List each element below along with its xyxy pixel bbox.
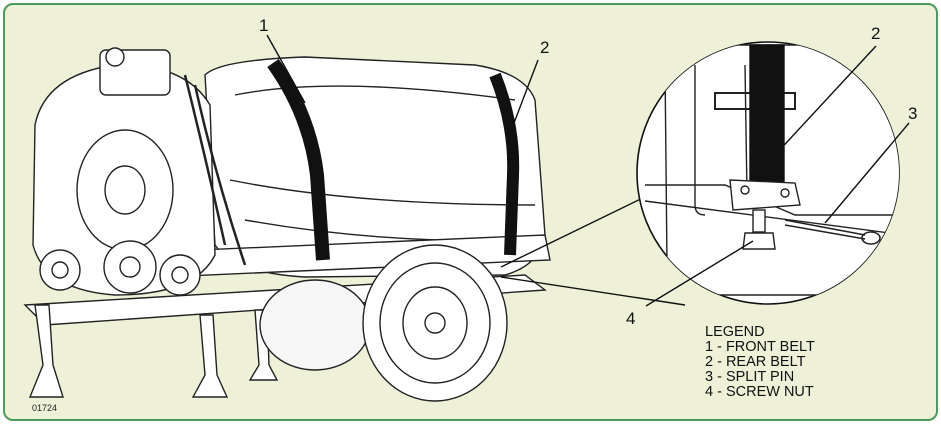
sprayer-illustration xyxy=(23,34,910,402)
support-leg xyxy=(191,314,229,398)
pressure-gauge xyxy=(105,47,125,67)
pulley-center xyxy=(103,240,157,294)
support-leg xyxy=(28,304,64,398)
legend-heading: LEGEND xyxy=(705,324,765,340)
pulley-left xyxy=(39,249,81,291)
sprayer-machine xyxy=(23,47,551,402)
diagram-frame: 1 2 2 3 4 LEGEND 1 - FRONT BELT 2 - REAR… xyxy=(3,3,938,421)
legend-item-rear-belt: 2 - REAR BELT xyxy=(705,354,806,370)
pulley-right xyxy=(159,254,201,296)
legend-item-front-belt: 1 - FRONT BELT xyxy=(705,339,815,355)
detail-belt xyxy=(749,44,785,206)
detail-view xyxy=(644,44,899,296)
clamp-plate xyxy=(729,179,801,211)
callout-front-belt: 1 xyxy=(259,16,269,35)
legend-item-split-pin: 3 - SPLIT PIN xyxy=(705,369,795,385)
figure-id: 01724 xyxy=(32,403,58,413)
callout-rear-belt: 2 xyxy=(540,38,550,57)
screw-nut xyxy=(742,232,776,250)
callout-detail-rear-belt: 2 xyxy=(871,24,881,43)
callout-detail-split-pin: 3 xyxy=(908,104,918,123)
legend-item-screw-nut: 4 - SCREW NUT xyxy=(705,384,814,400)
split-pin xyxy=(784,219,866,236)
wheel-front xyxy=(362,244,508,402)
callout-detail-screw-nut: 4 xyxy=(626,309,636,328)
front-belt xyxy=(267,58,330,261)
wheel-rear xyxy=(259,279,371,371)
legend: LEGEND 1 - FRONT BELT 2 - REAR BELT 3 - … xyxy=(705,325,815,400)
rear-belt xyxy=(489,72,520,256)
